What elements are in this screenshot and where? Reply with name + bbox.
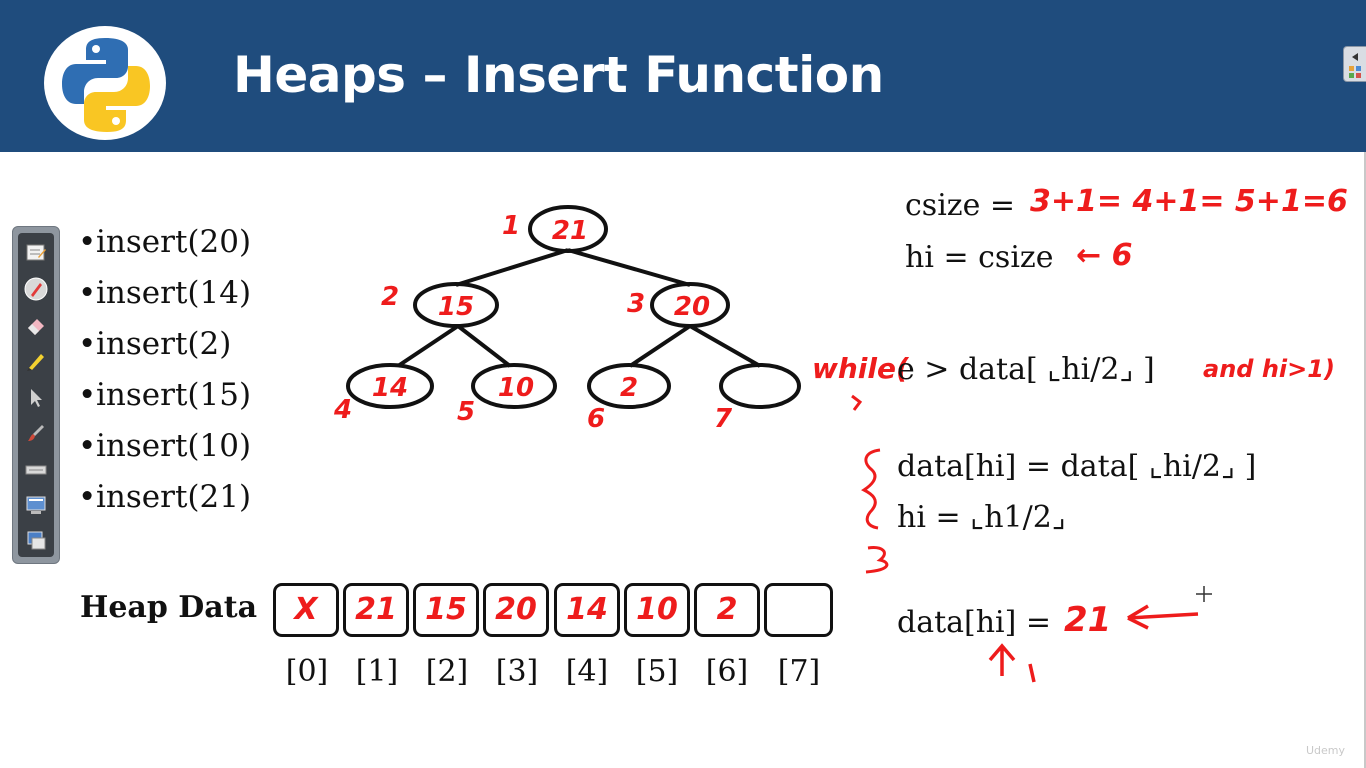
csize-label: csize = [905,188,1016,223]
array-index: [4] [565,654,609,689]
list-item: •insert(10) [78,428,252,464]
slide-header: Heaps – Insert Function [0,0,1366,152]
tree-edge [455,248,569,287]
python-logo-icon [44,26,166,140]
heap-cell: 14 [554,583,620,637]
pointer-arrow-icon[interactable] [24,385,48,409]
node-index: 7 [714,404,733,434]
insert-call-list: •insert(20) •insert(14) •insert(2) •inse… [78,222,251,528]
tree-node-3 [650,282,730,328]
tree-edge [456,324,512,368]
heap-cell: 21 [343,583,409,637]
list-item: •insert(21) [78,479,252,515]
final-assignment: data[hi] = [897,605,1052,640]
heap-cell: 15 [413,583,479,637]
notepad-icon[interactable] [24,241,48,265]
final-annotation: 21 [1064,600,1112,640]
node-index: 2 [381,282,399,312]
csize-annotation: 3+1= 4+1= 5+1=6 [1030,184,1348,219]
screen-capture-icon[interactable] [24,493,48,517]
array-index: [2] [425,654,469,689]
heap-cell: 10 [624,583,690,637]
udemy-watermark: Udemy [1306,744,1346,757]
keyboard-icon[interactable] [24,457,48,481]
node-value: 10 [498,373,534,403]
loop-line-2: hi = ⌞h1/2⌟ [897,500,1066,535]
heap-data-label: Heap Data [80,590,258,625]
collapse-arrow-icon [1352,53,1358,61]
node-value: 15 [438,292,474,322]
node-index: 3 [627,289,645,319]
list-item: •insert(2) [78,326,232,362]
while-condition: e > data[ ⌞hi/2⌟ ] [897,352,1155,387]
eraser-icon[interactable] [24,313,48,337]
tree-node-6 [587,363,671,409]
node-index: 5 [457,397,475,427]
node-value: 20 [674,292,710,322]
array-index: [6] [705,654,749,689]
node-index: 6 [587,404,605,434]
node-value: 14 [372,373,408,403]
slide-title: Heaps – Insert Function [233,46,884,104]
node-index: 4 [333,395,352,425]
tree-node-1 [528,205,608,253]
pen-tool-icon[interactable] [24,277,48,301]
heap-cell: 2 [694,583,760,637]
right-edge-scrollbar[interactable] [1364,152,1366,768]
array-index: [5] [635,654,679,689]
highlighter-icon[interactable] [24,349,48,373]
node-value: 2 [620,373,638,403]
array-index: [3] [495,654,539,689]
heap-cell [764,583,833,637]
list-item: •insert(20) [78,224,252,260]
node-index: 1 [502,211,520,241]
tree-node-4 [346,363,434,409]
tree-edge [567,248,691,287]
tree-node-7 [719,363,801,409]
tree-edge [396,324,460,368]
hi-annotation: ← 6 [1076,238,1133,273]
tree-edge [689,324,761,368]
list-item: •insert(15) [78,377,252,413]
desktop-icon[interactable] [24,529,48,553]
array-index: [1] [355,654,399,689]
heap-cell: 20 [483,583,549,637]
loop-line-1: data[hi] = data[ ⌞hi/2⌟ ] [897,449,1257,484]
node-value: 21 [552,216,588,246]
presenter-collapse-tab[interactable] [1343,46,1366,82]
annotation-toolbar [12,226,60,564]
array-index: [7] [777,654,821,689]
tree-node-5 [471,363,557,409]
tree-edge [628,324,692,368]
hi-assignment: hi = csize [905,240,1054,275]
brush-icon[interactable] [24,421,48,445]
array-index: [0] [285,654,329,689]
while-suffix: and hi>1) [1203,355,1335,383]
list-item: •insert(14) [78,275,252,311]
while-keyword: while( [812,352,909,385]
heap-cell: X [273,583,339,637]
tree-node-2 [413,282,499,328]
